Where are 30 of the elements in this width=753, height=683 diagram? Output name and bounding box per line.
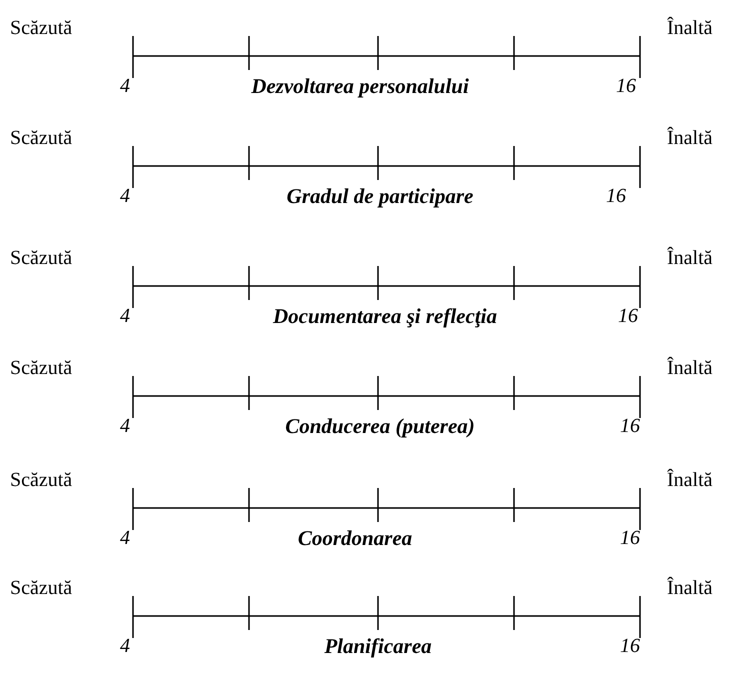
high-end-label: Înaltă <box>667 128 713 148</box>
scale-title: Planificarea <box>324 636 432 657</box>
low-end-label: Scăzută <box>10 358 72 378</box>
scale-max-value: 16 <box>620 416 640 436</box>
high-end-label: Înaltă <box>667 248 713 268</box>
scale-max-value: 16 <box>616 76 636 96</box>
scale-max-value: 16 <box>618 306 638 326</box>
scale-min-value: 4 <box>120 636 130 656</box>
scale-max-value: 16 <box>606 186 626 206</box>
scale-title: Conducerea (puterea) <box>285 416 475 437</box>
scale-min-value: 4 <box>120 528 130 548</box>
scale-max-value: 16 <box>620 636 640 656</box>
scale-min-value: 4 <box>120 306 130 326</box>
scale-min-value: 4 <box>120 76 130 96</box>
high-end-label: Înaltă <box>667 18 713 38</box>
scale-title: Gradul de participare <box>286 186 474 207</box>
scale-title: Dezvoltarea personalului <box>251 76 469 97</box>
low-end-label: Scăzută <box>10 248 72 268</box>
low-end-label: Scăzută <box>10 128 72 148</box>
scale-title: Coordonarea <box>298 528 412 549</box>
low-end-label: Scăzută <box>10 578 72 598</box>
high-end-label: Înaltă <box>667 358 713 378</box>
high-end-label: Înaltă <box>667 578 713 598</box>
scale-title: Documentarea şi reflecţia <box>273 306 497 327</box>
scale-min-value: 4 <box>120 416 130 436</box>
low-end-label: Scăzută <box>10 18 72 38</box>
high-end-label: Înaltă <box>667 470 713 490</box>
scale-min-value: 4 <box>120 186 130 206</box>
low-end-label: Scăzută <box>10 470 72 490</box>
scale-max-value: 16 <box>620 528 640 548</box>
